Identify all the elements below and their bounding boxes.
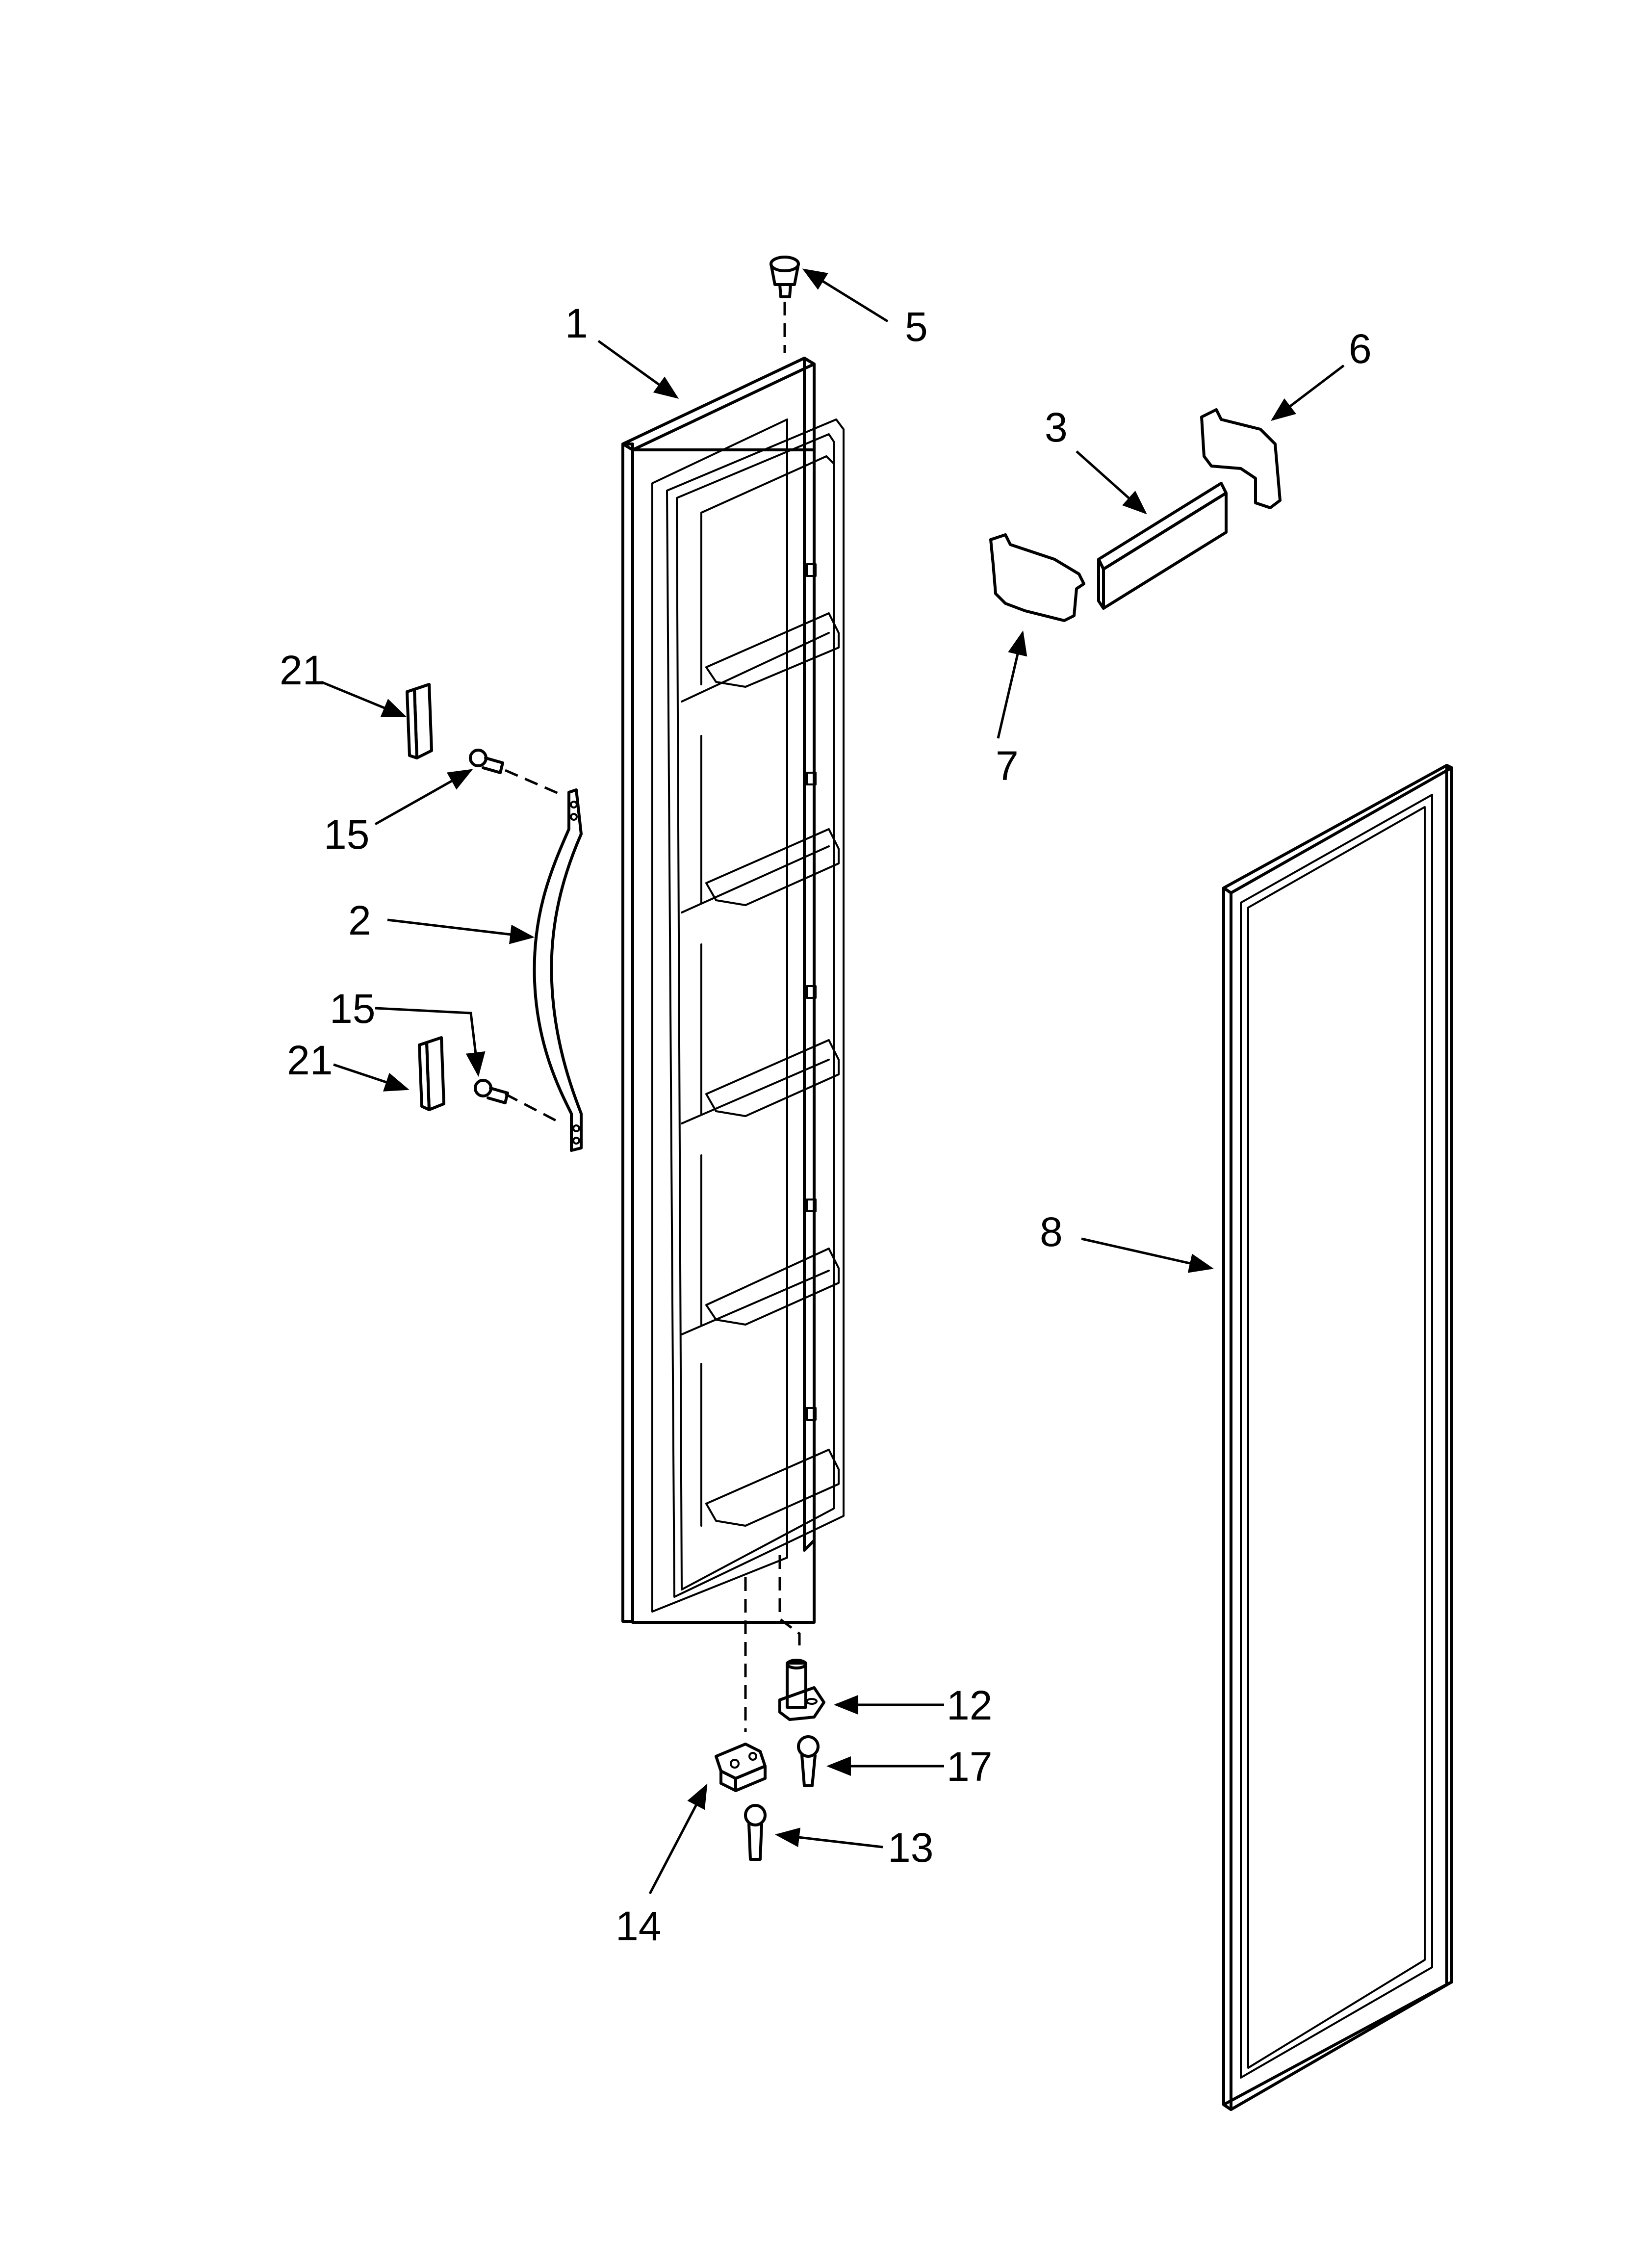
door-bins [681,455,840,1527]
callout-17: 17 [947,1744,992,1790]
callout-21-bottom: 21 [287,1037,333,1083]
hinge-block [715,1743,767,1792]
door-handle [504,769,583,1152]
callout-2: 2 [348,897,371,943]
handle-trim-bottom [418,1036,445,1111]
callout-21-top: 21 [280,647,325,693]
callout-6: 6 [1349,326,1372,372]
callout-12: 12 [947,1682,992,1728]
callout-15-bottom: 15 [330,986,375,1032]
shelf-end-cap-right [1200,408,1282,509]
callout-14: 14 [616,1903,661,1949]
leader-lines [321,268,1345,1895]
hinge-screw-13 [744,1804,767,1861]
shelf-bar [1097,482,1228,610]
handle-trim-top [406,683,433,759]
handle-screw-bottom [474,1079,509,1104]
hinge-bracket [778,1659,825,1721]
callout-15-top: 15 [324,811,369,858]
door-cap-plug [770,256,800,353]
hinge-screw-17 [797,1735,820,1787]
callout-13: 13 [888,1825,933,1871]
callouts: 1 5 6 3 7 21 15 2 15 21 8 12 17 13 14 [280,300,1372,1949]
callout-8: 8 [1040,1209,1063,1255]
handle-screw-top [469,749,504,774]
callout-3: 3 [1045,404,1068,450]
door-panel [621,357,845,1732]
door-gasket [1222,764,1453,2111]
callout-7: 7 [996,743,1019,789]
callout-5: 5 [905,304,928,350]
shelf-end-cap-left [989,533,1085,622]
callout-1: 1 [565,300,588,346]
